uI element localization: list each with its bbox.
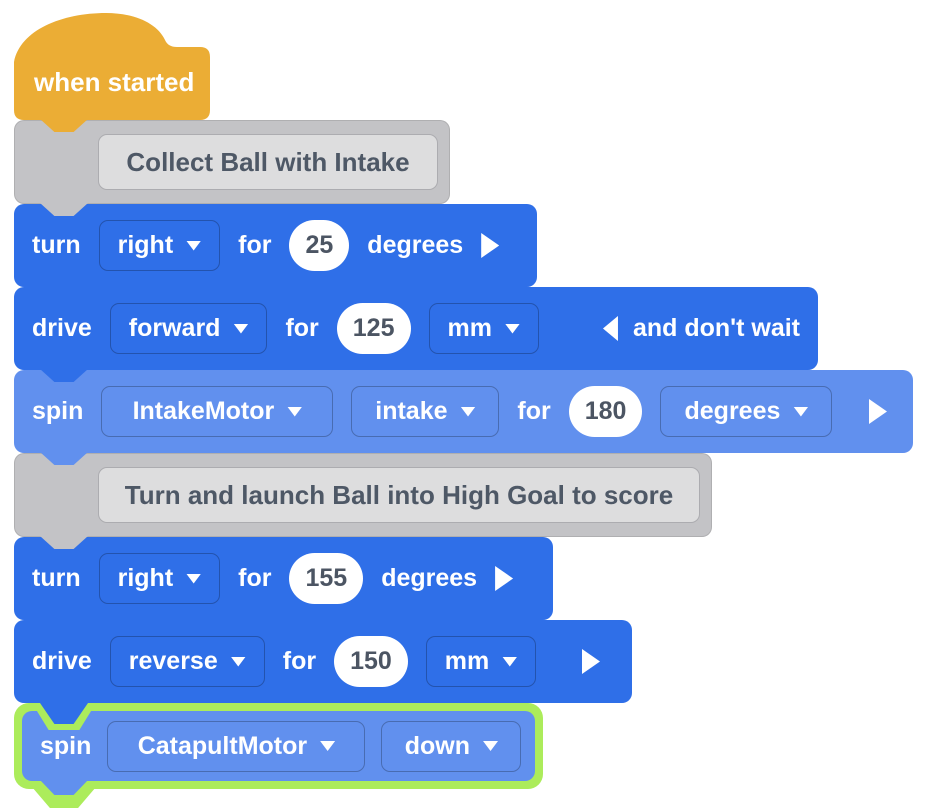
spin-label: spin <box>32 397 84 425</box>
dropdown-value: right <box>117 564 174 592</box>
spin-block[interactable]: spin CatapultMotor down <box>22 711 535 781</box>
spin-direction-dropdown[interactable]: intake <box>351 386 500 437</box>
chevron-down-icon <box>230 656 246 667</box>
chevron-down-icon <box>320 741 336 751</box>
block-tab <box>40 203 88 216</box>
drive-label: drive <box>32 314 92 342</box>
comment-text-field[interactable]: Turn and launch Ball into High Goal to s… <box>98 467 700 523</box>
turn-block[interactable]: turn right for 155 degrees <box>14 537 553 620</box>
when-started-hat-block[interactable]: when started <box>14 10 210 120</box>
degrees-unit-label: degrees <box>381 564 478 592</box>
dropdown-value: mm <box>447 314 492 342</box>
chevron-down-icon <box>483 741 499 751</box>
chevron-down-icon <box>287 406 303 417</box>
comment-block[interactable]: Collect Ball with Intake <box>14 120 450 216</box>
dropdown-value: degrees <box>684 397 781 425</box>
chevron-down-icon <box>502 656 518 667</box>
rotation-value-input[interactable]: 180 <box>568 386 643 437</box>
degrees-value-input[interactable]: 25 <box>289 220 350 271</box>
for-label: for <box>238 564 272 592</box>
chevron-down-icon <box>233 323 249 334</box>
drive-direction-dropdown[interactable]: forward <box>109 303 268 354</box>
turn-direction-dropdown[interactable]: right <box>98 553 221 604</box>
unit-dropdown[interactable]: mm <box>428 303 539 354</box>
spin-block[interactable]: spin IntakeMotor intake for 180 degrees <box>14 370 913 453</box>
degrees-unit-label: degrees <box>367 231 464 259</box>
hat-shape <box>14 13 210 120</box>
block-tab <box>40 536 88 549</box>
dropdown-value: IntakeMotor <box>132 397 275 425</box>
comment-block[interactable]: Turn and launch Ball into High Goal to s… <box>14 453 712 549</box>
drive-block[interactable]: drive forward for 125 mm and don't wait <box>14 287 818 370</box>
dropdown-value: down <box>404 731 471 760</box>
comment-text-field[interactable]: Collect Ball with Intake <box>98 134 438 190</box>
expand-arrow-icon[interactable] <box>602 316 618 341</box>
chevron-down-icon <box>186 240 202 251</box>
unit-dropdown[interactable]: mm <box>425 636 537 687</box>
dropdown-value: CatapultMotor <box>137 731 308 760</box>
running-block-highlight: spin CatapultMotor down <box>14 703 543 789</box>
distance-value-input[interactable]: 150 <box>334 636 408 687</box>
drive-block[interactable]: drive reverse for 150 mm <box>14 620 632 703</box>
for-label: for <box>282 647 317 675</box>
unit-dropdown[interactable]: degrees <box>660 386 833 437</box>
drive-label: drive <box>32 647 92 675</box>
spin-direction-dropdown[interactable]: down <box>381 720 522 772</box>
collapse-arrow-icon[interactable] <box>582 649 600 674</box>
dropdown-value: intake <box>375 397 448 425</box>
chevron-down-icon <box>460 406 476 417</box>
dropdown-value: right <box>117 231 174 259</box>
turn-block[interactable]: turn right for 25 degrees <box>14 204 537 287</box>
for-label: for <box>238 231 272 259</box>
dropdown-value: reverse <box>128 647 218 675</box>
chevron-down-icon <box>793 406 809 417</box>
hat-label: when started <box>34 67 195 97</box>
chevron-down-icon <box>504 323 520 334</box>
for-label: for <box>285 314 319 342</box>
turn-label: turn <box>32 231 81 259</box>
dont-wait-label: and don't wait <box>632 314 800 342</box>
collapse-arrow-icon[interactable] <box>481 233 500 258</box>
motor-dropdown[interactable]: CatapultMotor <box>107 720 366 772</box>
degrees-value-input[interactable]: 155 <box>289 553 364 604</box>
turn-direction-dropdown[interactable]: right <box>98 220 221 271</box>
turn-label: turn <box>32 564 81 592</box>
dropdown-value: forward <box>128 314 221 342</box>
chevron-down-icon <box>186 573 202 584</box>
distance-value-input[interactable]: 125 <box>336 303 411 354</box>
collapse-arrow-icon[interactable] <box>869 399 887 424</box>
dropdown-value: mm <box>444 647 490 675</box>
drive-direction-dropdown[interactable]: reverse <box>109 636 265 687</box>
collapse-arrow-icon[interactable] <box>495 566 514 591</box>
for-label: for <box>517 397 551 425</box>
spin-label: spin <box>40 731 92 760</box>
motor-dropdown[interactable]: IntakeMotor <box>101 386 334 437</box>
